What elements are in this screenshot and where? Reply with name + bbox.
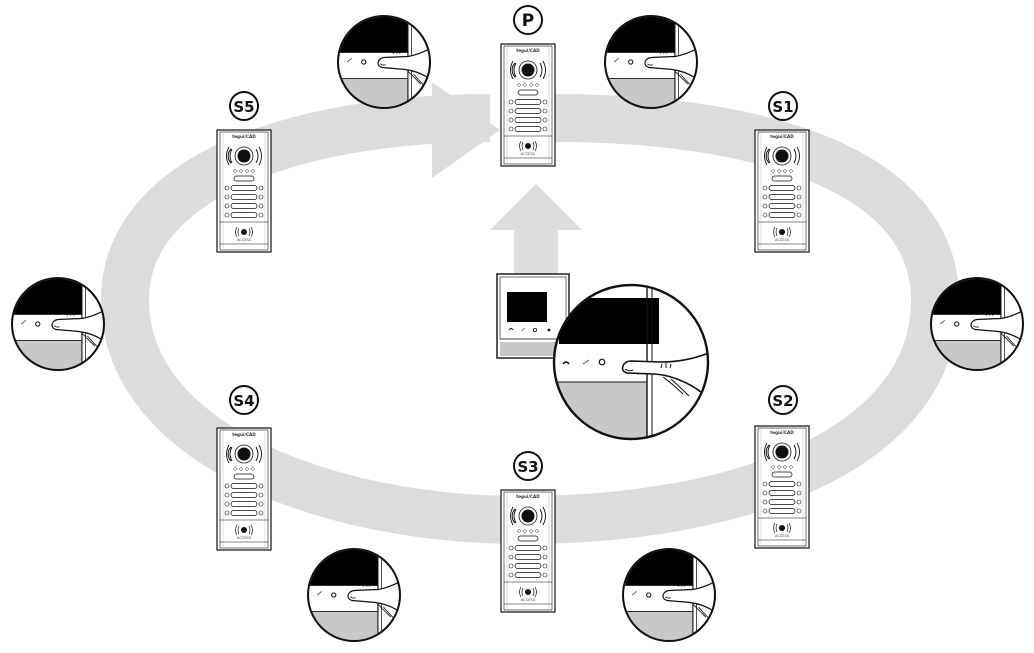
svg-text:tegui/CAD: tegui/CAD	[516, 48, 540, 53]
label-p: P	[513, 5, 543, 35]
svg-text:S5: S5	[233, 98, 254, 116]
svg-text:ACCESS: ACCESS	[775, 534, 790, 538]
monitor-zoom	[552, 283, 710, 441]
label-s1: S1	[768, 91, 798, 121]
panel-p: tegui/CAD ACCESS	[500, 43, 556, 167]
svg-text:S1: S1	[772, 98, 793, 116]
svg-text:tegui/CAD: tegui/CAD	[770, 430, 794, 435]
panel-s4: tegui/CAD ACCESS	[216, 427, 272, 551]
svg-text:ACCESS: ACCESS	[521, 152, 536, 156]
finger-press-icon	[10, 276, 113, 379]
svg-text:ACCESS: ACCESS	[521, 598, 536, 602]
finger-press-icon	[621, 547, 724, 650]
svg-text:S2: S2	[772, 392, 793, 410]
panel-s3: tegui/CAD ACCESS	[500, 489, 556, 613]
svg-text:S4: S4	[233, 392, 254, 410]
svg-text:tegui/CAD: tegui/CAD	[232, 134, 256, 139]
label-s2: S2	[768, 385, 798, 415]
svg-text:tegui/CAD: tegui/CAD	[232, 432, 256, 437]
label-s4: S4	[229, 385, 259, 415]
panel-s1: tegui/CAD ACCESS	[754, 129, 810, 253]
svg-text:ACCESS: ACCESS	[237, 238, 252, 242]
svg-text:tegui/CAD: tegui/CAD	[516, 494, 540, 499]
svg-text:ACCESS: ACCESS	[237, 536, 252, 540]
up-arrow-icon	[490, 184, 582, 280]
svg-text:P: P	[522, 11, 534, 31]
finger-press-icon	[306, 547, 409, 650]
label-s5: S5	[229, 91, 259, 121]
svg-text:S3: S3	[517, 458, 538, 476]
svg-text:ACCESS: ACCESS	[775, 238, 790, 242]
panel-s5: tegui/CAD ACCESS	[216, 129, 272, 253]
panel-s2: tegui/CAD ACCESS	[754, 425, 810, 549]
label-s3: S3	[513, 451, 543, 481]
svg-text:tegui/CAD: tegui/CAD	[770, 134, 794, 139]
